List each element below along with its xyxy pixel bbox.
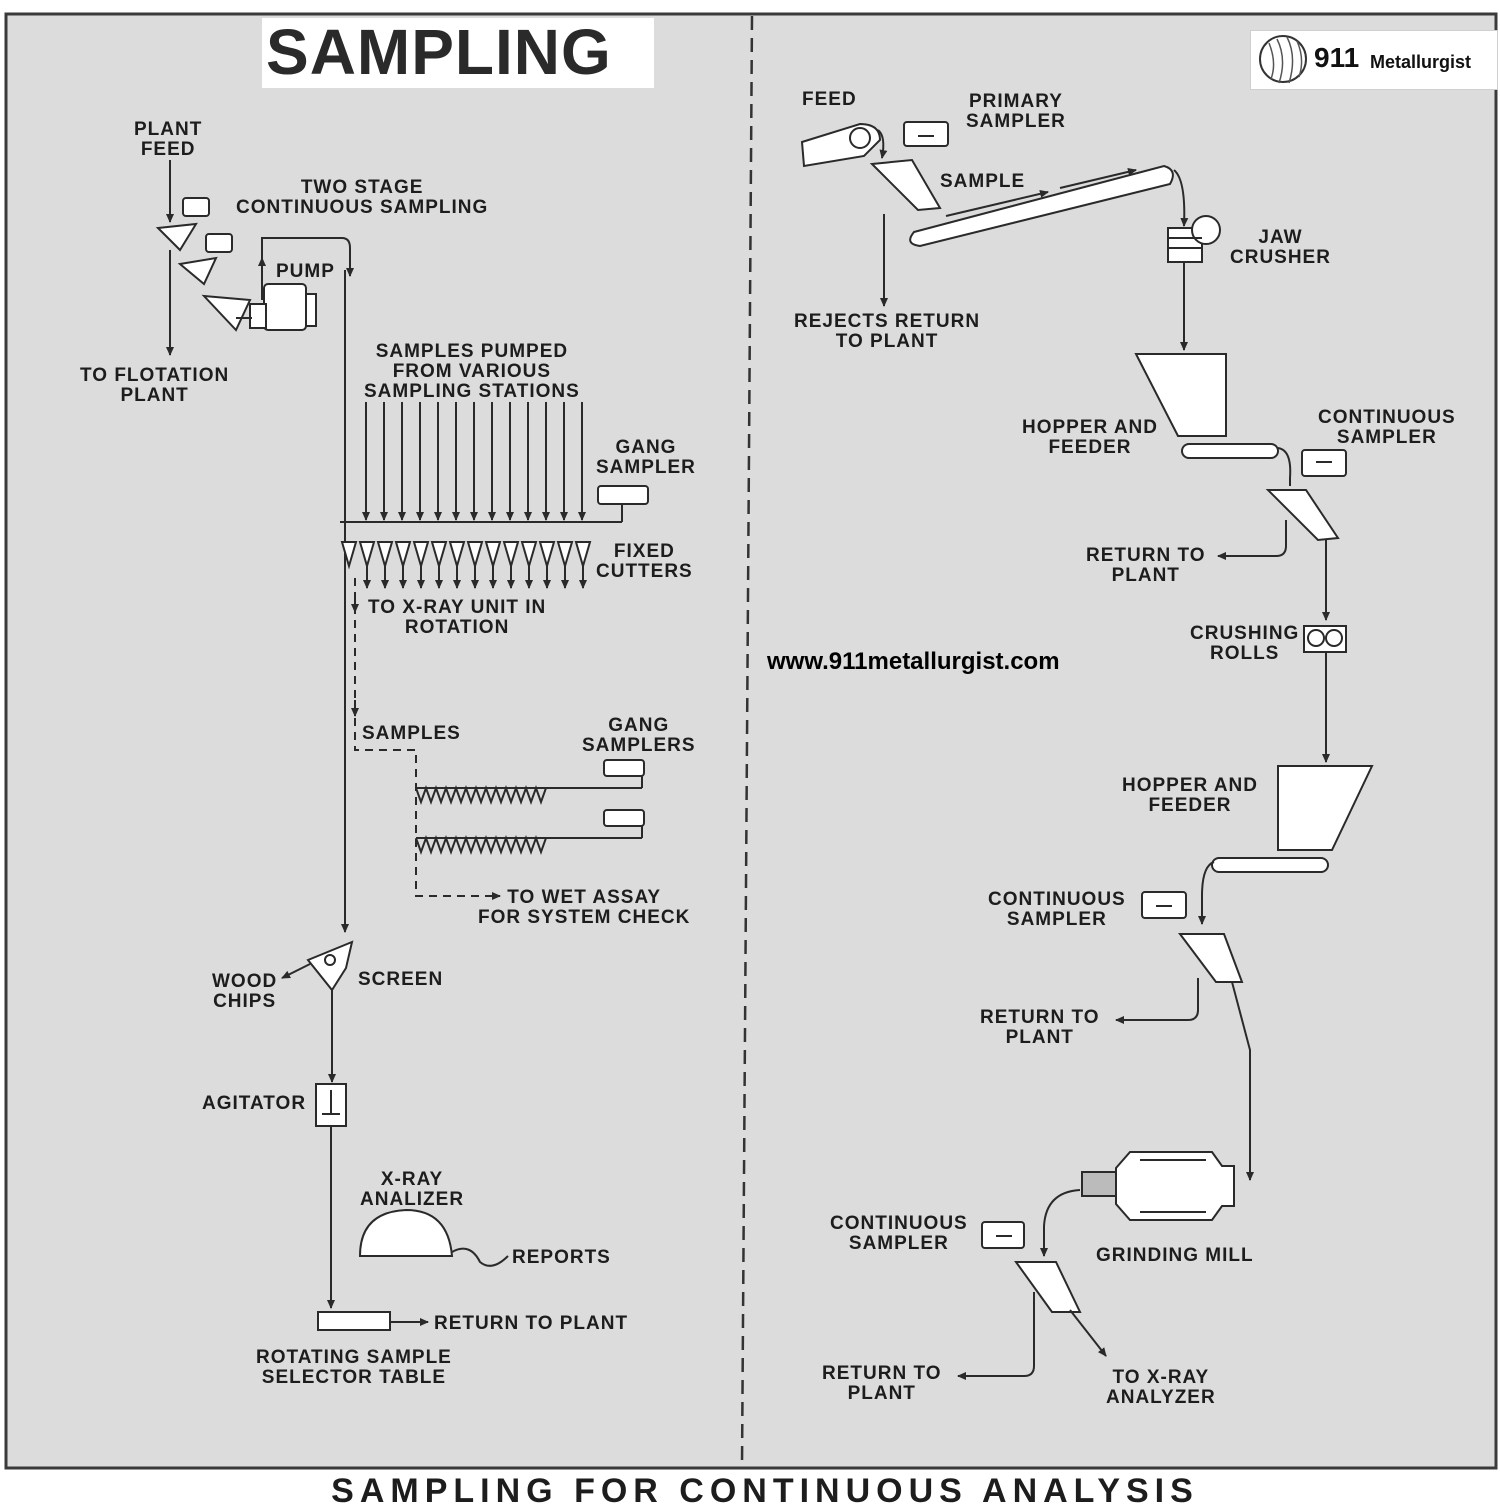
reports-cable <box>451 1247 509 1267</box>
hopper-2-icon <box>1277 765 1374 851</box>
globe-icon <box>1259 35 1307 84</box>
label-crushing-rolls: CRUSHING ROLLS <box>1190 623 1300 664</box>
continuous-cutter-3-icon <box>1014 1261 1082 1313</box>
label-rejects-return: REJECTS RETURN TO PLANT <box>794 311 981 352</box>
label-two-stage: TWO STAGE CONTINUOUS SAMPLING <box>236 177 489 218</box>
label-agitator: AGITATOR <box>202 1093 307 1114</box>
label-continuous-sampler-2: CONTINUOUS SAMPLER <box>988 889 1126 930</box>
label-return-to-plant: RETURN TO PLANT <box>434 1313 629 1334</box>
label-wood-chips: WOOD CHIPS <box>212 971 278 1012</box>
logo <box>1250 30 1498 90</box>
page-title: SAMPLING <box>266 16 612 88</box>
hopper-1-icon <box>1134 353 1227 437</box>
label-jaw-crusher: JAW CRUSHER <box>1230 227 1331 268</box>
label-screen: SCREEN <box>358 969 444 990</box>
label-grinding-mill: GRINDING MILL <box>1096 1245 1254 1266</box>
label-fixed-cutters: FIXED CUTTERS <box>596 541 693 582</box>
gang-samplers-icon-1 <box>603 759 645 777</box>
label-return-to-plant-3: RETURN TO PLANT <box>822 1363 942 1404</box>
return-to-plant-1-arrow <box>1217 520 1287 560</box>
grinding-mill-icon <box>1115 1151 1235 1221</box>
stage1-cutter-icon <box>155 222 198 252</box>
feeder-belt-2 <box>1211 857 1329 873</box>
sample-streams <box>362 402 586 521</box>
continuous-cutter-2-icon <box>1178 933 1244 983</box>
label-hopper-feeder-2: HOPPER AND FEEDER <box>1122 775 1258 816</box>
title-background <box>262 18 654 88</box>
stage1-sampler-icon <box>182 197 210 217</box>
label-to-xray-unit: TO X-RAY UNIT IN ROTATION <box>368 597 547 638</box>
label-return-to-plant-2: RETURN TO PLANT <box>980 1007 1100 1048</box>
label-continuous-sampler-3: CONTINUOUS SAMPLER <box>830 1213 968 1254</box>
website-url: www.911metallurgist.com <box>767 648 1060 675</box>
label-to-flotation: TO FLOTATION PLANT <box>80 365 230 406</box>
gang-samplers-icon-2 <box>603 809 645 827</box>
label-to-xray-analyzer: TO X-RAY ANALYZER <box>1106 1367 1216 1408</box>
label-gang-samplers: GANG SAMPLERS <box>582 715 696 756</box>
pump-hopper-icon <box>201 294 252 332</box>
label-gang-sampler: GANG SAMPLER <box>596 437 696 478</box>
stage2-cutter-icon <box>177 256 218 286</box>
gang-sampler-icon <box>597 485 649 505</box>
pump-discharge-line <box>261 237 354 300</box>
footer-caption: SAMPLING FOR CONTINUOUS ANALYSIS <box>331 1472 1199 1510</box>
to-xray-analyzer-arrow <box>1069 1309 1107 1357</box>
label-samples: SAMPLES <box>362 723 461 744</box>
primary-sampler-icon <box>903 121 949 147</box>
label-reports: REPORTS <box>512 1247 611 1268</box>
return-to-plant-3-arrow <box>957 1292 1035 1380</box>
cutter-discharge-arrows <box>363 566 587 589</box>
samples-dashed-line <box>354 578 501 900</box>
label-hopper-feeder-1: HOPPER AND FEEDER <box>1022 417 1158 458</box>
logo-word: Metallurgist <box>1370 52 1472 72</box>
feeder-belt-1 <box>1181 443 1279 459</box>
diagram-background <box>4 12 1498 1470</box>
label-rotating-table: ROTATING SAMPLE SELECTOR TABLE <box>256 1347 452 1388</box>
xray-analizer-icon <box>358 1208 454 1257</box>
label-pump: PUMP <box>276 261 335 282</box>
gang-samplers-row-2 <box>415 835 547 855</box>
label-continuous-sampler-1: CONTINUOUS SAMPLER <box>1318 407 1456 448</box>
label-xray-analizer: X-RAY ANALIZER <box>360 1169 465 1210</box>
sample-conveyor <box>909 164 1174 248</box>
label-to-wet-assay: TO WET ASSAY FOR SYSTEM CHECK <box>478 887 691 928</box>
grinding-mill-feed-icon <box>1081 1171 1117 1197</box>
label-feed: FEED <box>802 89 857 110</box>
label-plant-feed: PLANT FEED <box>134 119 203 160</box>
fixed-cutters <box>340 541 592 570</box>
pump-icon <box>263 283 307 331</box>
continuous-cutter-1-icon <box>1265 489 1340 542</box>
gang-samplers-row-1 <box>415 785 547 805</box>
logo-number: 911 <box>1314 42 1360 73</box>
rotating-table-icon <box>317 1311 391 1331</box>
label-sample: SAMPLE <box>940 171 1026 192</box>
stage2-sampler-icon <box>205 233 233 253</box>
return-to-plant-2-arrow <box>1115 978 1199 1024</box>
label-primary-sampler: PRIMARY SAMPLER <box>966 91 1066 132</box>
label-samples-pumped: SAMPLES PUMPED FROM VARIOUS SAMPLING STA… <box>364 341 580 402</box>
label-return-to-plant-1: RETURN TO PLANT <box>1086 545 1206 586</box>
wood-chips-arrow <box>281 963 311 979</box>
primary-cutter-icon <box>869 158 942 212</box>
